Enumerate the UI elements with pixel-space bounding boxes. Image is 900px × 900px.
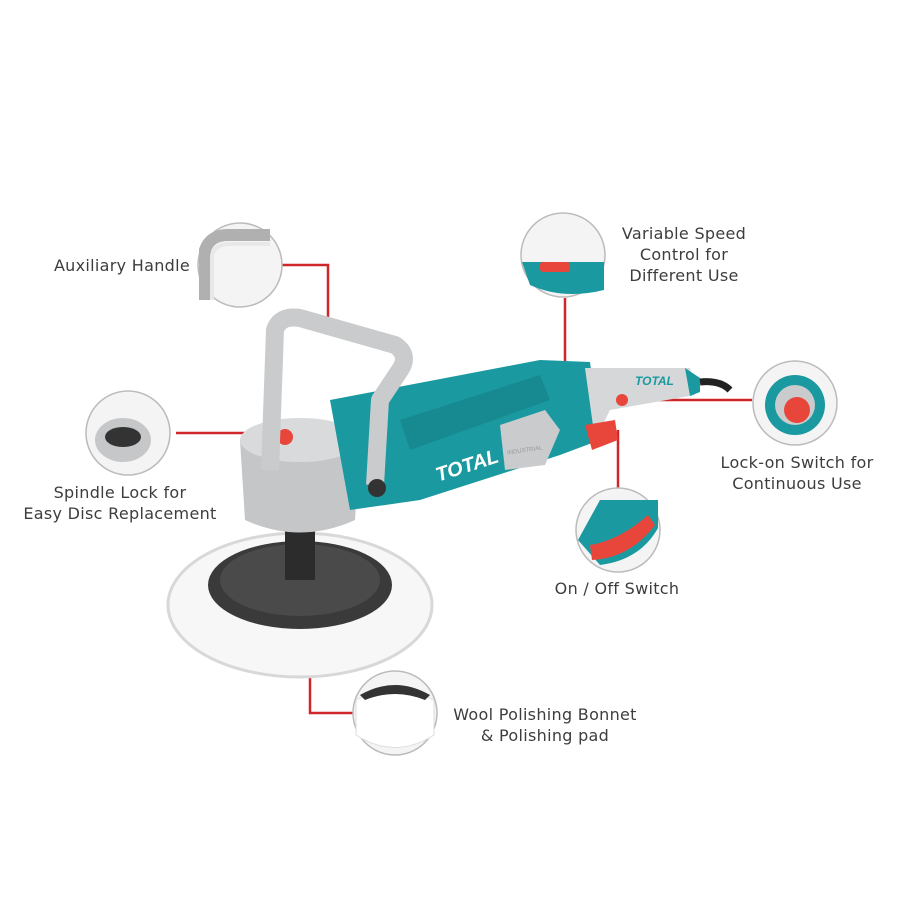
callout-line: Control for [639, 245, 729, 264]
callout-on-off-switch: On / Off Switch [527, 578, 707, 599]
callout-line: Wool Polishing Bonnet [453, 705, 637, 724]
callout-line: & Polishing pad [480, 726, 610, 745]
callout-line: On / Off Switch [554, 579, 680, 598]
detail-circle-auxiliary-handle [197, 222, 283, 308]
callout-wool-bonnet: Wool Polishing Bonnet & Polishing pad [440, 704, 650, 746]
callout-variable-speed: Variable Speed Control for Different Use [594, 223, 774, 286]
callout-line: Lock-on Switch for [720, 453, 874, 472]
detail-circle-lock-on-switch [752, 360, 838, 446]
detail-circle-wool-bonnet [352, 670, 438, 756]
callout-line: Spindle Lock for [53, 483, 187, 502]
callout-line: Different Use [629, 266, 739, 285]
callout-lock-on-switch: Lock-on Switch for Continuous Use [702, 452, 892, 494]
detail-circle-on-off-switch [575, 487, 661, 573]
callout-spindle-lock: Spindle Lock for Easy Disc Replacement [10, 482, 230, 524]
callout-line: Variable Speed [621, 224, 747, 243]
detail-circle-spindle-lock [85, 390, 171, 476]
polisher-illustration [166, 308, 733, 679]
brand-logo-grip: TOTAL [635, 374, 674, 388]
callout-line: Auxiliary Handle [53, 256, 190, 275]
callout-line: Continuous Use [732, 474, 862, 493]
callout-auxiliary-handle: Auxiliary Handle [20, 255, 190, 276]
callout-line: Easy Disc Replacement [23, 504, 217, 523]
detail-circle-variable-speed [520, 212, 606, 298]
